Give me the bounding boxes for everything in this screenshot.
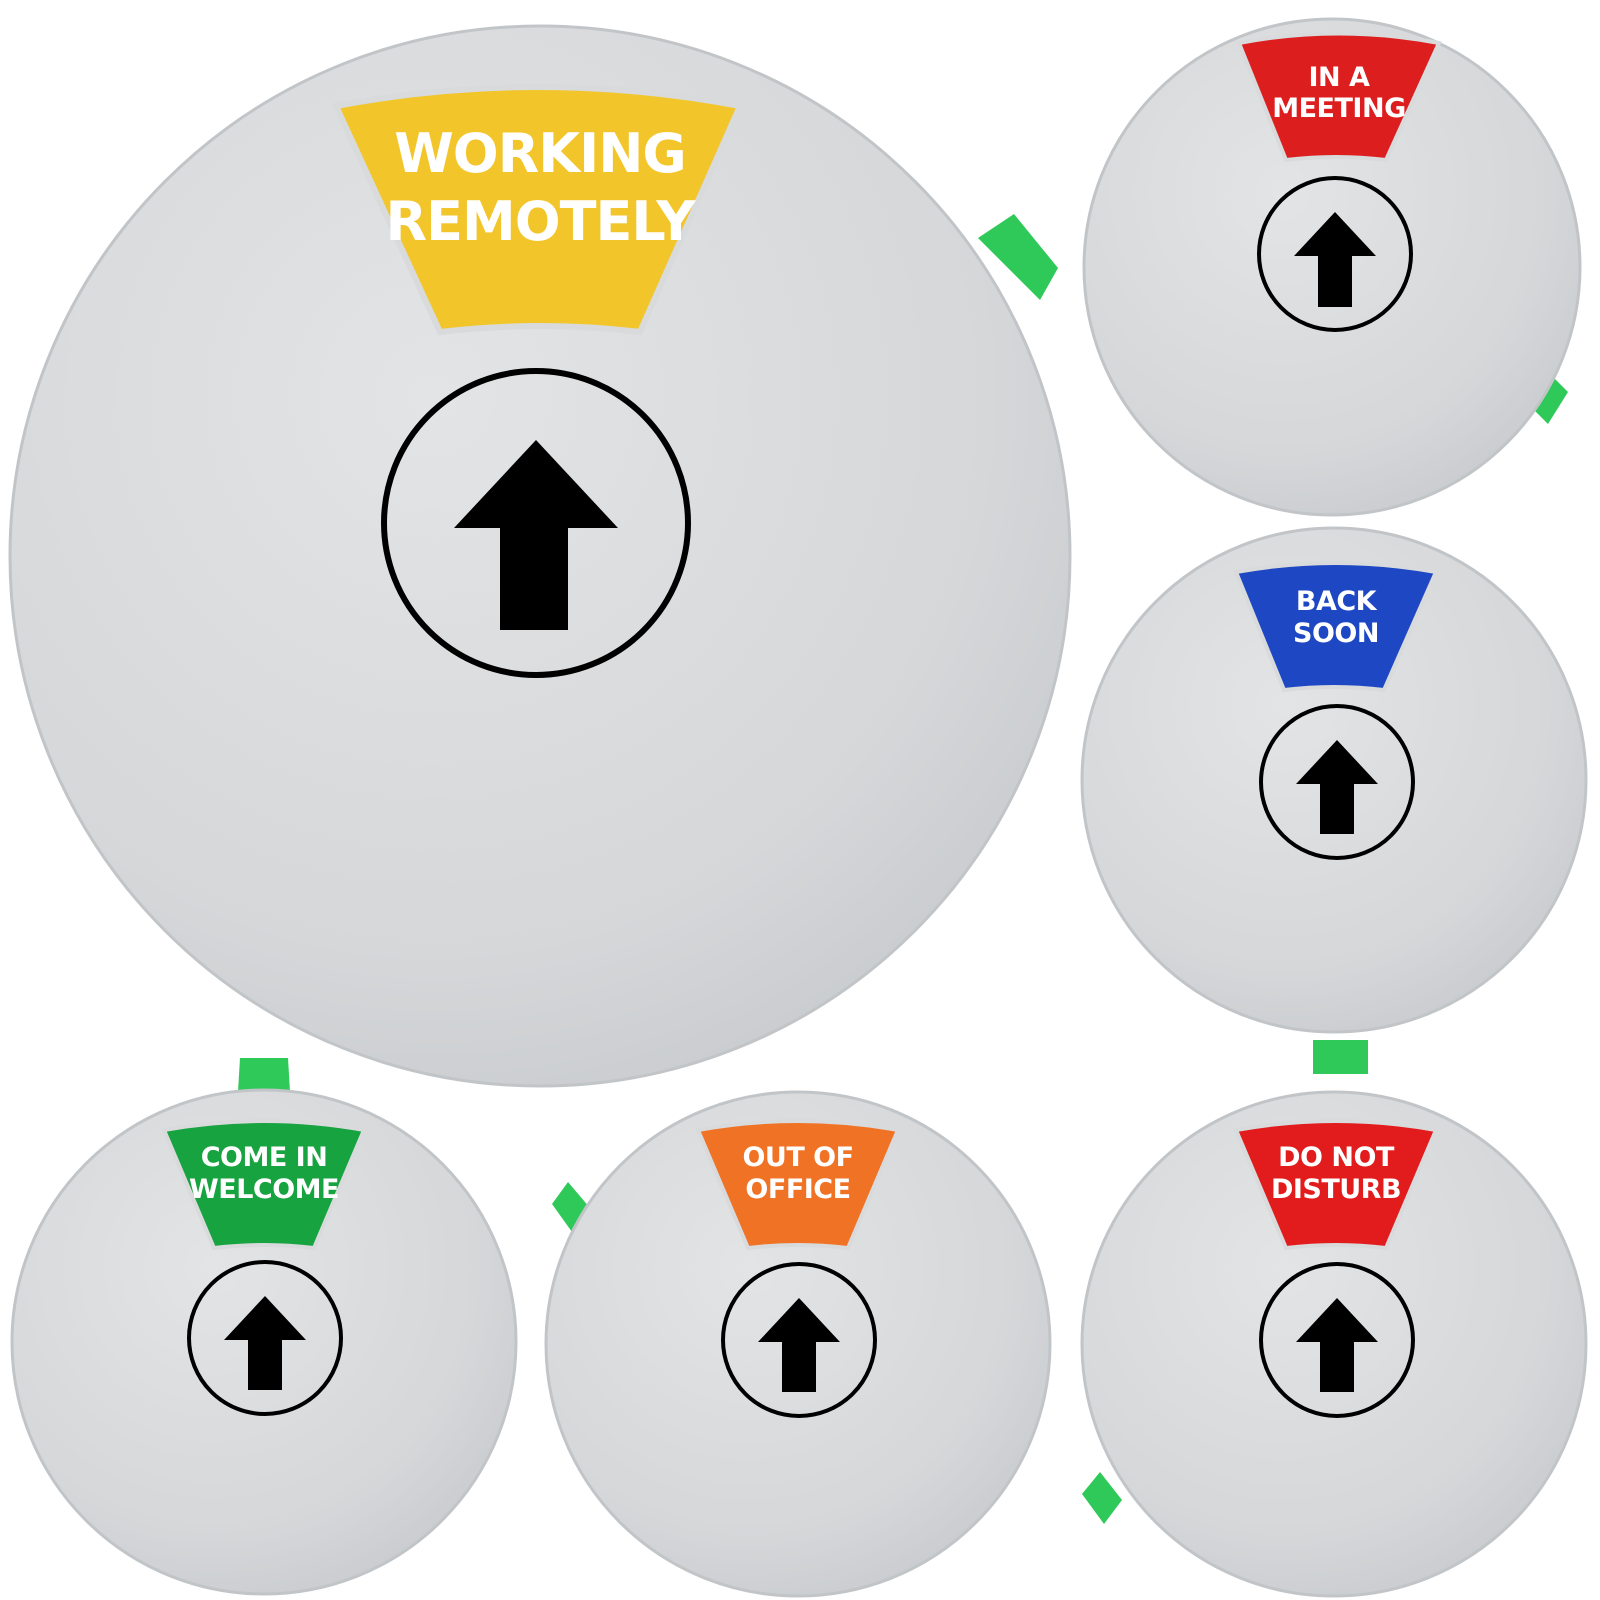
slider-tab[interactable] bbox=[1313, 1040, 1368, 1074]
sign-come-in-welcome: COME IN WELCOME bbox=[10, 1058, 518, 1596]
arrow-ring bbox=[381, 368, 691, 678]
arrow-up-icon bbox=[1296, 740, 1378, 834]
sign-out-of-office: OUT OF OFFICE bbox=[544, 1090, 1052, 1598]
status-label-line-1: IN A bbox=[1309, 62, 1371, 93]
status-label-line-1: COME IN bbox=[201, 1142, 328, 1173]
sign-back-soon: BACK SOON bbox=[1080, 526, 1588, 1074]
arrow-ring bbox=[721, 1262, 877, 1418]
status-label-line-2: REMOTELY bbox=[386, 190, 697, 253]
arrow-ring bbox=[1259, 1262, 1415, 1418]
sign-do-not-disturb: DO NOT DISTURB bbox=[1080, 1090, 1588, 1598]
slider-tab[interactable] bbox=[1082, 1472, 1122, 1524]
slider-tab[interactable] bbox=[978, 214, 1058, 300]
arrow-ring bbox=[187, 1260, 343, 1416]
arrow-ring bbox=[1259, 704, 1415, 860]
status-label-line-1: OUT OF bbox=[742, 1142, 853, 1173]
sign-working-remotely: WORKING REMOTELY bbox=[8, 24, 1072, 1088]
status-window bbox=[1236, 31, 1442, 163]
slider-tab[interactable] bbox=[1530, 372, 1568, 424]
status-window bbox=[1233, 561, 1439, 693]
status-window bbox=[1233, 1119, 1439, 1251]
arrow-up-icon bbox=[1296, 1298, 1378, 1392]
status-label-line-1: DO NOT bbox=[1278, 1142, 1395, 1173]
sign-in-a-meeting: IN A MEETING bbox=[1082, 17, 1582, 517]
arrow-up-icon bbox=[454, 440, 618, 630]
status-window bbox=[161, 1119, 367, 1251]
arrow-up-icon bbox=[1294, 212, 1376, 307]
status-label-line-2: MEETING bbox=[1272, 93, 1405, 124]
status-label-line-1: BACK bbox=[1296, 586, 1378, 617]
arrow-up-icon bbox=[758, 1298, 840, 1392]
arrow-up-icon bbox=[224, 1296, 306, 1390]
status-label-line-2: OFFICE bbox=[745, 1174, 850, 1205]
status-label-line-2: SOON bbox=[1293, 618, 1379, 649]
arrow-ring bbox=[1257, 176, 1413, 332]
status-label-line-2: DISTURB bbox=[1271, 1174, 1401, 1205]
status-window bbox=[695, 1119, 901, 1251]
slider-tab[interactable] bbox=[238, 1058, 290, 1092]
status-label-line-1: WORKING bbox=[394, 122, 686, 185]
status-label-line-2: WELCOME bbox=[189, 1174, 339, 1205]
status-window bbox=[331, 84, 745, 336]
